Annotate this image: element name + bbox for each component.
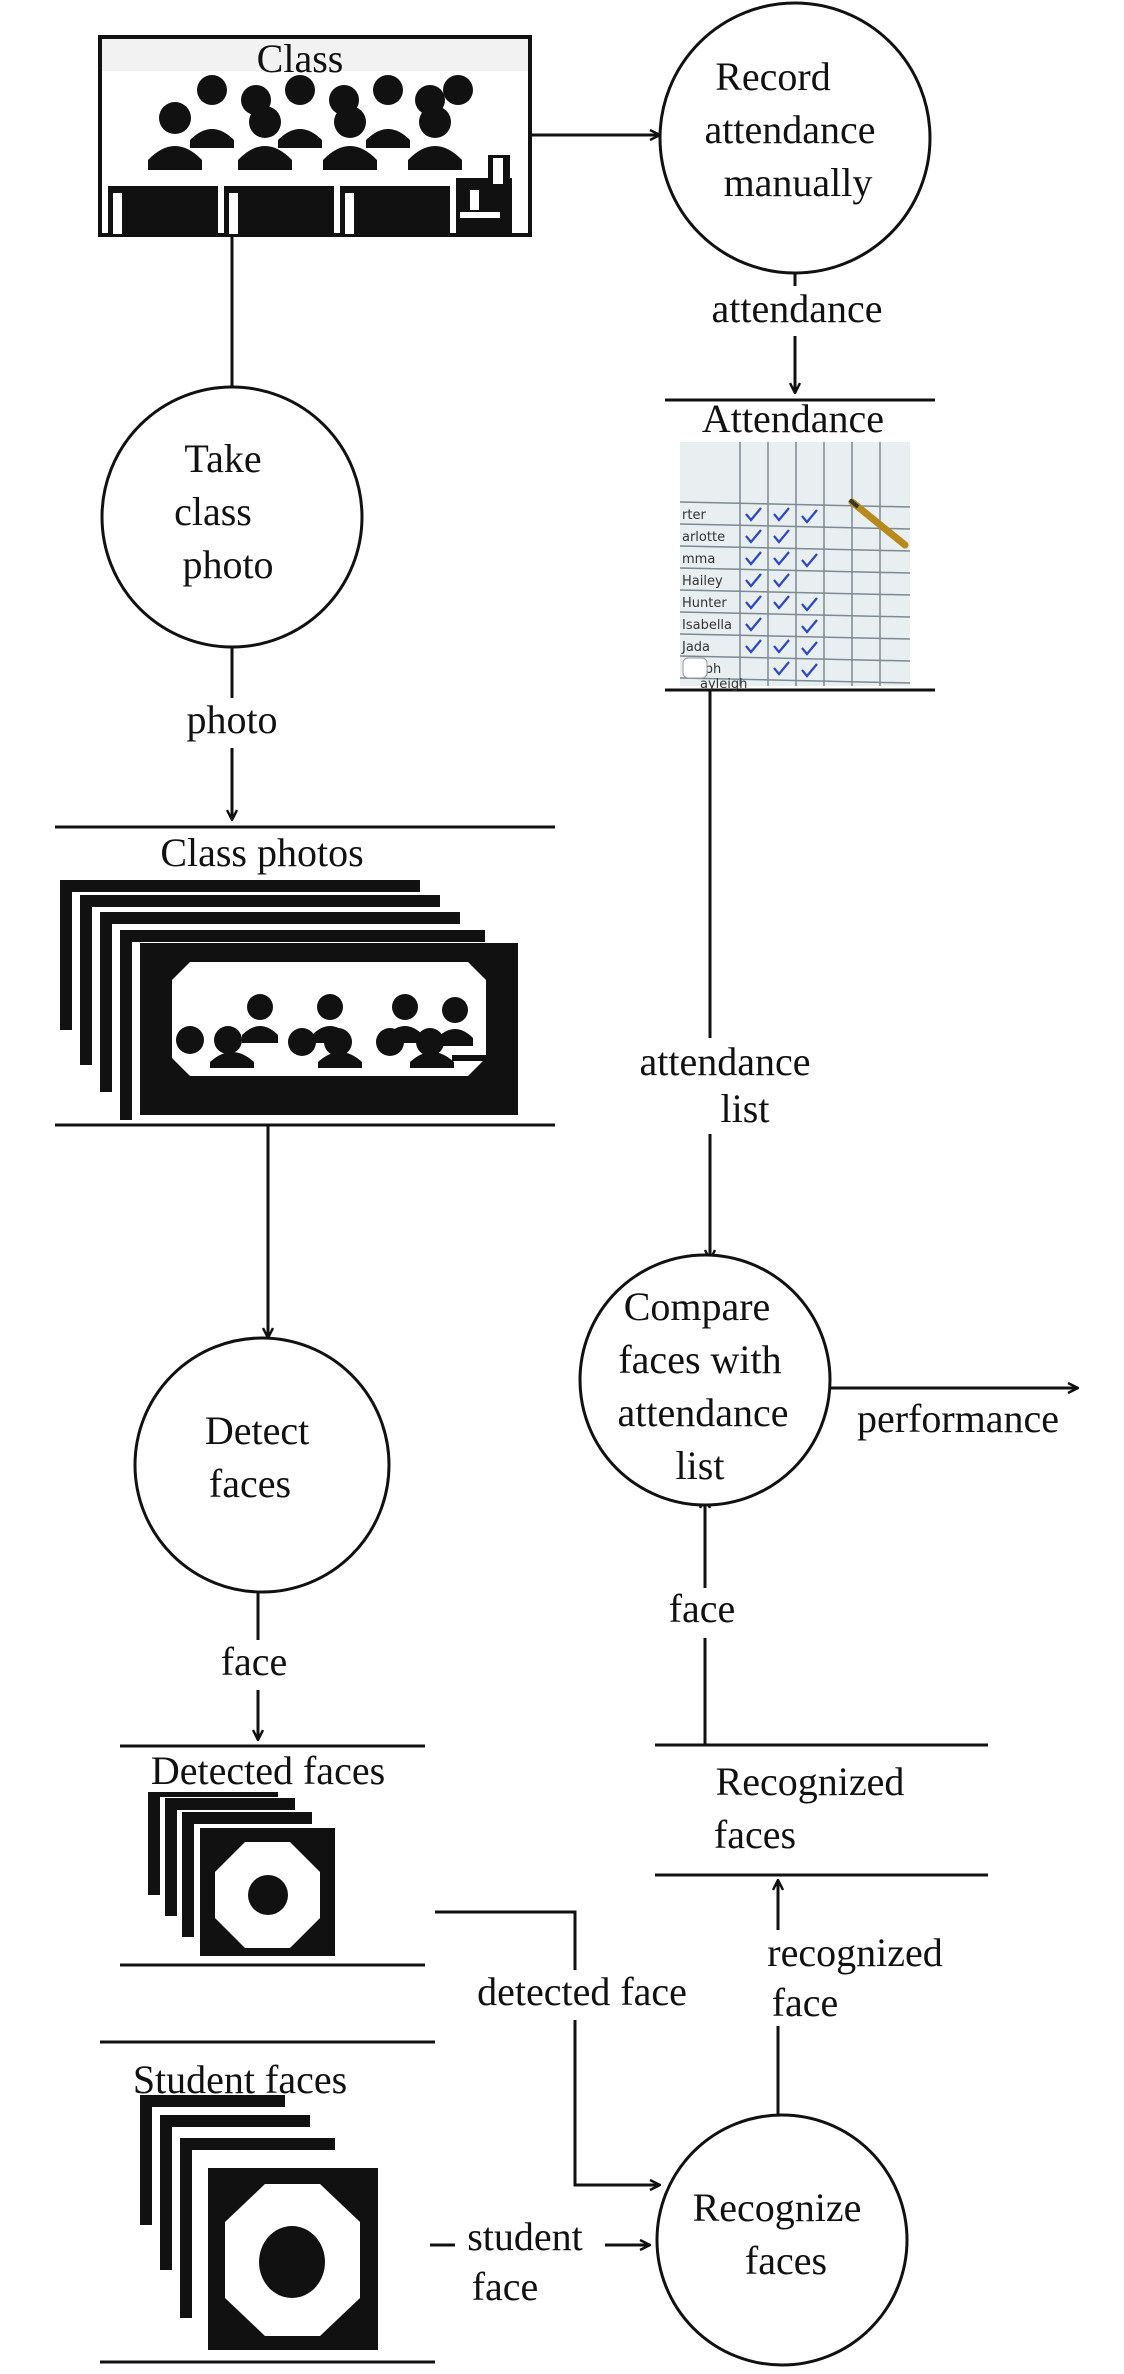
student-faces-store-label: Student faces (133, 2057, 347, 2102)
attendance-list-line-1: attendance (640, 1039, 811, 1084)
flow-face-compare-label: face (669, 1586, 736, 1631)
take-photo-line-1: Take (184, 436, 261, 481)
attendance-sheet-icon: rter arlotte mma Hailey Hunter Isabella … (679, 442, 911, 692)
svg-text:Record attendance: Record attendance manually (705, 54, 886, 205)
flow-recognized-face-label: recognized face (767, 1930, 952, 2025)
compare-line-3: attendance (618, 1390, 789, 1435)
class-store: Class (98, 35, 532, 237)
classroom-icon (108, 75, 512, 234)
svg-text:Detect faces: Detect faces (205, 1408, 319, 1506)
detect-line-1: Detect (205, 1408, 309, 1453)
sheet-name-5: Isabella (682, 618, 732, 633)
student-face-stack-icon (140, 2095, 378, 2350)
record-line-2: attendance (705, 107, 876, 152)
sheet-name-4: Hunter (682, 596, 727, 611)
recognized-face-line-1: recognized (767, 1930, 942, 1975)
recognize-line-2: faces (745, 2238, 827, 2283)
recognized-store-line-1: Recognized (716, 1759, 905, 1804)
flow-attendance-list-label: attendance list (640, 1039, 821, 1131)
recognize-faces-process: Recognize faces (655, 2113, 909, 2367)
svg-text:Recognize faces: Recognize faces (693, 2185, 872, 2283)
pen-icon (848, 498, 909, 549)
class-photos-store-label: Class photos (160, 830, 363, 875)
sheet-name-8: ayleigh (700, 677, 747, 692)
student-face-line-1: student (467, 2214, 583, 2259)
flow-student-face-label: student face (467, 2214, 593, 2309)
recognized-face-line-2: face (772, 1980, 839, 2025)
sheet-name-1: arlotte (682, 530, 725, 545)
svg-text:Compare faces with: Compare faces with attendance list (618, 1284, 799, 1488)
recognize-line-1: Recognize (693, 2185, 862, 2230)
photo-stack-icon (60, 880, 518, 1120)
take-class-photo-process: Take class photo (100, 385, 364, 649)
student-faces-store: Student faces (100, 2040, 435, 2364)
compare-line-4: list (676, 1443, 725, 1488)
compare-faces-process: Compare faces with attendance list (578, 1253, 832, 1507)
sheet-name-0: rter (682, 508, 706, 523)
recognized-faces-store: Recognized faces (655, 1743, 988, 1877)
record-attendance-process: Record attendance manually (658, 1, 932, 275)
recognized-store-line-2: faces (714, 1812, 796, 1857)
sheet-name-3: Hailey (682, 574, 723, 589)
flow-performance-label: performance (857, 1396, 1059, 1441)
compare-line-2: faces with (618, 1337, 781, 1382)
detected-faces-store-label: Detected faces (151, 1748, 385, 1793)
record-line-3: manually (724, 160, 873, 205)
sheet-name-6: Jada (681, 640, 710, 655)
attendance-store-label: Attendance (702, 396, 884, 441)
attendance-list-line-2: list (721, 1086, 770, 1131)
detect-line-2: faces (209, 1461, 291, 1506)
svg-text:Recognized faces: Recognized faces (714, 1759, 914, 1857)
student-face-line-2: face (472, 2264, 539, 2309)
flow-face-detect-label: face (221, 1639, 288, 1684)
flow-detected-face-label: detected face (477, 1969, 687, 2014)
sheet-name-2: mma (682, 552, 715, 567)
detected-faces-store: Detected faces (120, 1744, 425, 1967)
flow-photo-label: photo (186, 697, 277, 742)
attendance-store: rter arlotte mma Hailey Hunter Isabella … (665, 396, 935, 692)
compare-line-1: Compare (624, 1284, 771, 1329)
take-photo-line-3: photo (182, 542, 273, 587)
face-stack-icon (148, 1785, 335, 1956)
class-store-label: Class (257, 36, 344, 81)
checkmark-marks (745, 507, 818, 678)
svg-text:Take class photo: Take class photo (174, 436, 273, 587)
record-line-1: Record (715, 54, 831, 99)
take-photo-line-2: class (174, 489, 252, 534)
arrow-detected-to-recognize (435, 1910, 660, 2185)
class-photos-store: Class photos (55, 825, 555, 1127)
detect-faces-process: Detect faces (133, 1336, 391, 1594)
flow-attendance-label: attendance (712, 286, 883, 331)
